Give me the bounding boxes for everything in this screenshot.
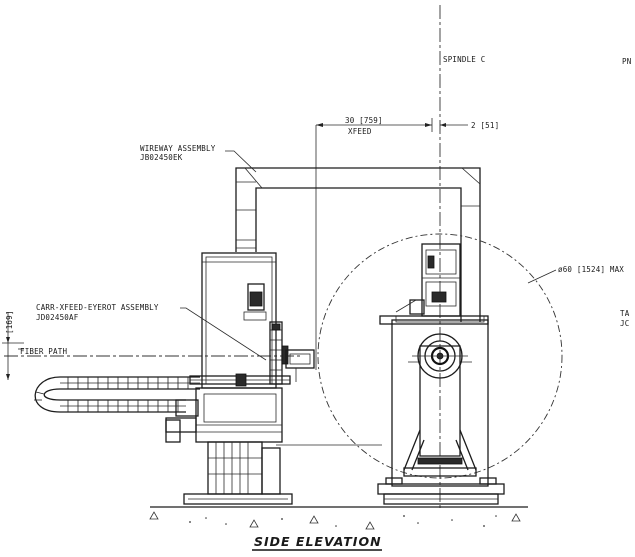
vertical-dim-value: [169] [5,310,14,334]
carriage-assembly [165,252,382,505]
fiber-path-label: FIBER PATH [20,347,67,356]
vertical-dimension: [169] [2,310,24,380]
offset-dim-value: 2 [51] [471,121,499,130]
wireway-title: WIREWAY ASSEMBLY [140,144,216,153]
right-partial-2: JC [620,319,629,328]
xfeed-label: XFEED [348,127,372,136]
diameter-label: ø60 [1524] MAX [558,265,624,274]
wireway-part: JB02450EK [140,153,183,162]
view-title: SIDE ELEVATION [252,534,382,551]
cable-chain [34,373,291,413]
ground [149,506,528,530]
xfeed-dimension: 30 [759] XFEED [315,116,432,370]
chain-links [34,377,189,412]
carriage-callout: CARR-XFEED-EYEROT ASSEMBLY JD02450AF [36,303,267,361]
carriage-part: JD02450AF [36,313,79,322]
offset-dimension: 2 [51] [431,118,499,132]
spindle-label: SPINDLE C [443,55,485,64]
reel-envelope [317,233,563,479]
xfeed-dim-value: 30 [759] [345,116,383,125]
wireway-callout: WIREWAY ASSEMBLY JB02450EK [140,144,257,173]
diameter-callout: ø60 [1524] MAX TA JC [527,265,630,328]
pn-partial-label: PN [622,57,631,66]
wireway-assembly [235,167,481,322]
spindle-stand [377,243,505,505]
right-partial-1: TA [620,309,630,318]
view-title-text: SIDE ELEVATION [254,534,382,549]
carriage-title: CARR-XFEED-EYEROT ASSEMBLY [36,303,159,312]
centerlines [4,5,441,510]
